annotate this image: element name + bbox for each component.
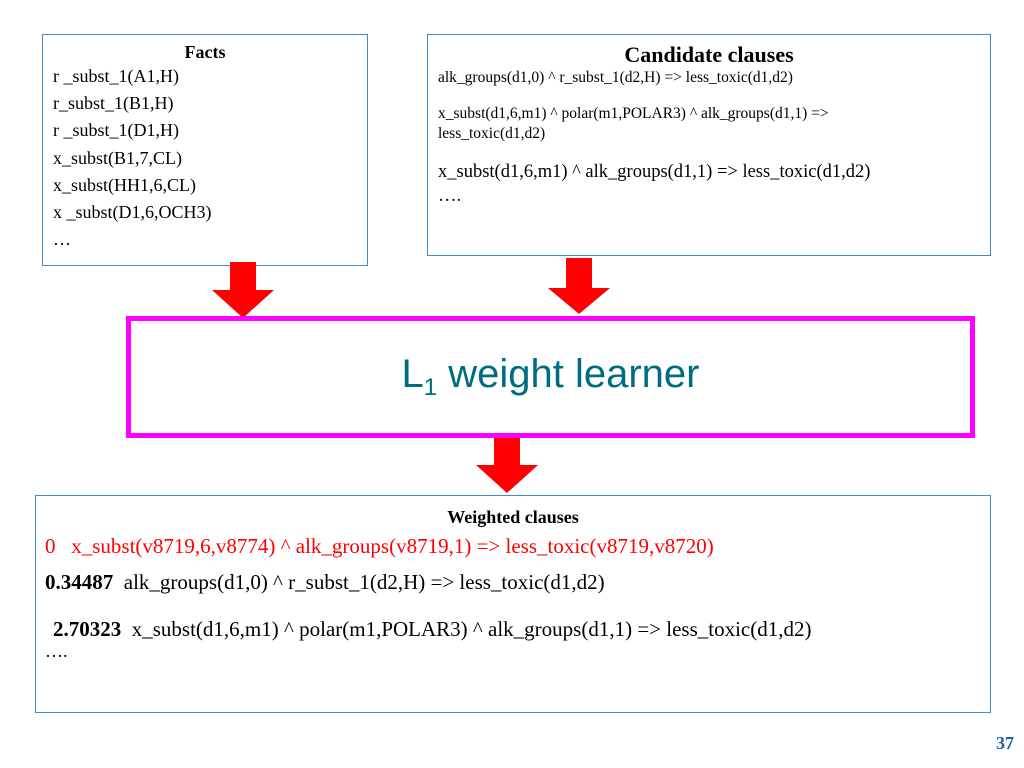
weight-learner-label: L1 weight learner bbox=[401, 352, 700, 401]
weighted-clause-row: 0 x_subst(v8719,6,v8774) ^ alk_groups(v8… bbox=[45, 532, 990, 560]
fact-line: r_subst_1(B1,H) bbox=[53, 93, 174, 114]
candidate-clauses-title: Candidate clauses bbox=[624, 42, 794, 67]
fact-line: x _subst(D1,6,OCH3) bbox=[53, 202, 212, 223]
clause-weight: 2.70323 bbox=[53, 617, 122, 641]
candidate-clauses-box: Candidate clauses alk_groups(d1,0) ^ r_s… bbox=[427, 34, 991, 256]
facts-title: Facts bbox=[184, 42, 226, 62]
fact-line: r _subst_1(A1,H) bbox=[53, 66, 179, 86]
clause-weight: 0.34487 bbox=[45, 570, 114, 594]
fact-line: r _subst_1(D1,H) bbox=[53, 120, 179, 141]
clause-text: x_subst(d1,6,m1) ^ polar(m1,POLAR3) ^ al… bbox=[131, 617, 812, 641]
down-arrow-candidates-icon bbox=[548, 258, 610, 314]
candidate-clauses-ellipsis: …. bbox=[438, 186, 462, 206]
weighted-clauses-ellipsis: …. bbox=[45, 641, 68, 661]
down-arrow-facts-icon bbox=[212, 262, 274, 318]
page-number: 37 bbox=[996, 733, 1014, 753]
clause-text: alk_groups(d1,0) ^ r_subst_1(d2,H) => le… bbox=[123, 570, 605, 594]
weighted-clauses-title: Weighted clauses bbox=[447, 507, 579, 527]
weighted-clause-row: 2.70323 x_subst(d1,6,m1) ^ polar(m1,POLA… bbox=[45, 617, 990, 642]
candidate-clause: x_subst(d1,6,m1) ^ alk_groups(d1,1) => l… bbox=[438, 162, 871, 182]
clause-weight: 0 bbox=[45, 534, 56, 558]
clause-text: x_subst(v8719,6,v8774) ^ alk_groups(v871… bbox=[71, 534, 714, 558]
down-arrow-learner-icon bbox=[476, 437, 538, 493]
weight-learner-box: L1 weight learner bbox=[126, 316, 975, 438]
candidate-clause-continuation: less_toxic(d1,d2) bbox=[438, 125, 546, 142]
fact-line: x_subst(B1,7,CL) bbox=[53, 147, 183, 168]
fact-ellipsis: … bbox=[53, 229, 71, 250]
candidate-clause: alk_groups(d1,0) ^ r_subst_1(d2,H) => le… bbox=[438, 69, 793, 86]
candidate-clause: x_subst(d1,6,m1) ^ polar(m1,POLAR3) ^ al… bbox=[438, 105, 829, 122]
facts-box: Facts r _subst_1(A1,H) r_subst_1(B1,H) r… bbox=[42, 34, 368, 266]
weighted-clause-row: 0.34487 alk_groups(d1,0) ^ r_subst_1(d2,… bbox=[45, 570, 990, 595]
weighted-clauses-box: Weighted clauses 0 x_subst(v8719,6,v8774… bbox=[35, 495, 991, 713]
fact-line: x_subst(HH1,6,CL) bbox=[53, 174, 196, 195]
